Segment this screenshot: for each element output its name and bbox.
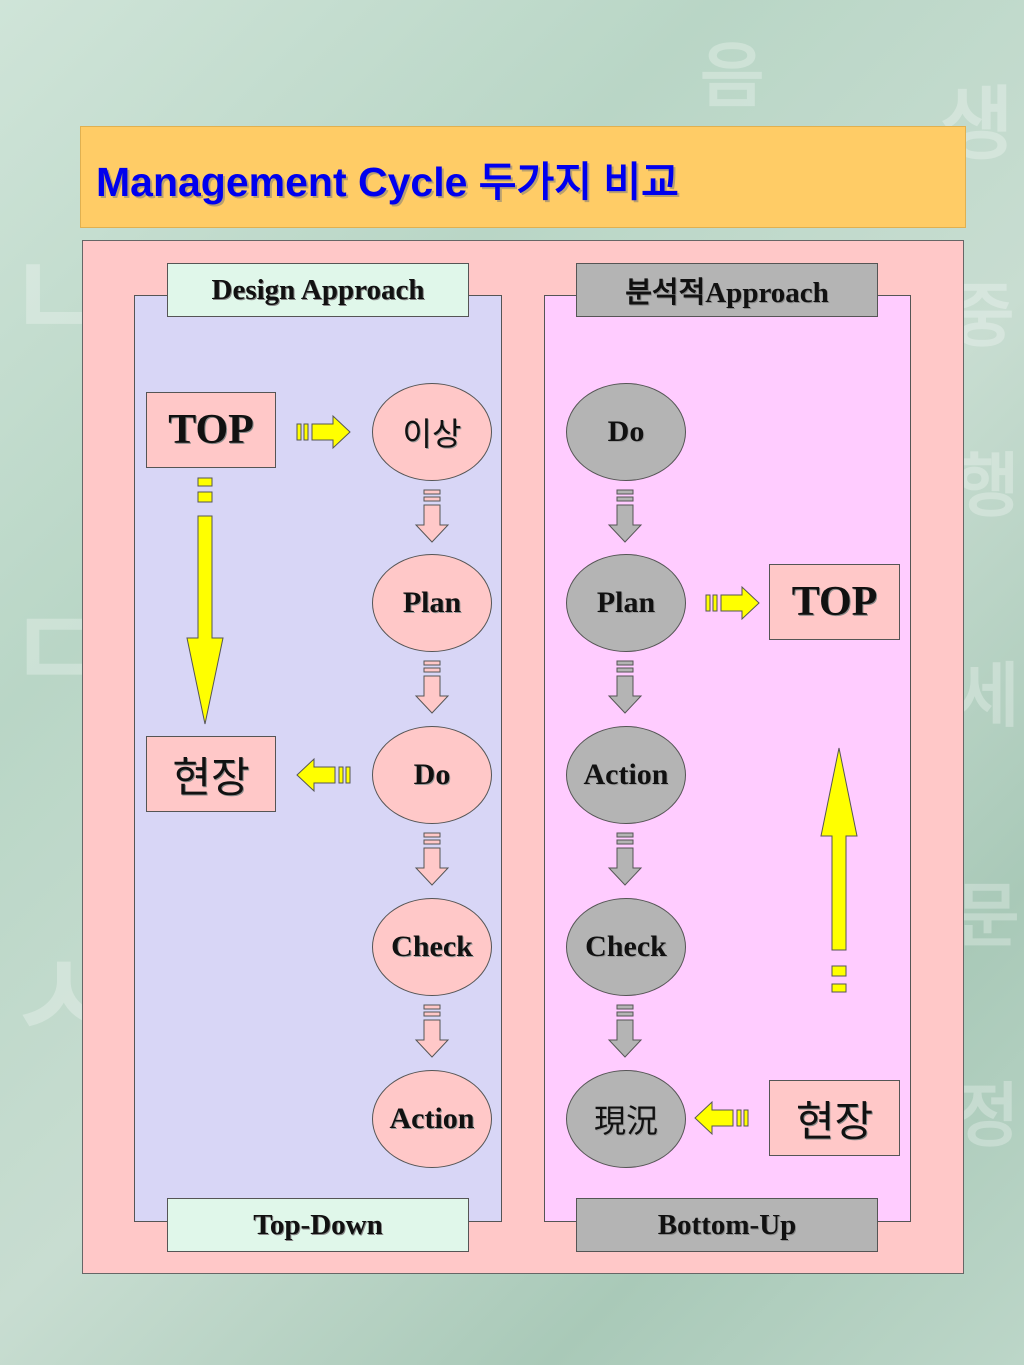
right-check-ellipse: Check — [566, 898, 686, 996]
left-footer-label: Top-Down — [167, 1198, 469, 1252]
site-to-status-arrow — [694, 1100, 749, 1136]
left-action-ellipse: Action — [372, 1070, 492, 1168]
left-top-box: TOP — [146, 392, 276, 468]
top-to-ideal-arrow — [296, 414, 351, 450]
right-do-ellipse: Do — [566, 383, 686, 481]
right-footer-label: Bottom-Up — [576, 1198, 878, 1252]
right-action-ellipse: Action — [566, 726, 686, 824]
page-title: Management Cycle 두가지 비교 — [96, 159, 679, 205]
left-do-ellipse: Do — [372, 726, 492, 824]
left-check-ellipse: Check — [372, 898, 492, 996]
left-plan-ellipse: Plan — [372, 554, 492, 652]
title-bar — [80, 126, 966, 228]
left-down-arrows — [414, 489, 450, 1058]
do-to-site-arrow — [296, 757, 351, 793]
left-vertical-arrow — [186, 477, 224, 725]
right-vertical-arrow — [820, 747, 858, 993]
right-site-box: 현장 — [769, 1080, 900, 1156]
right-top-box: TOP — [769, 564, 900, 640]
left-header-label: Design Approach — [167, 263, 469, 317]
right-down-arrows — [607, 489, 643, 1058]
ideal-ellipse: 이상 — [372, 383, 492, 481]
right-plan-ellipse: Plan — [566, 554, 686, 652]
left-site-box: 현장 — [146, 736, 276, 812]
current-status-ellipse: 現況 — [566, 1070, 686, 1168]
right-header-label: 분석적Approach — [576, 263, 878, 317]
plan-to-top-arrow — [705, 585, 760, 621]
